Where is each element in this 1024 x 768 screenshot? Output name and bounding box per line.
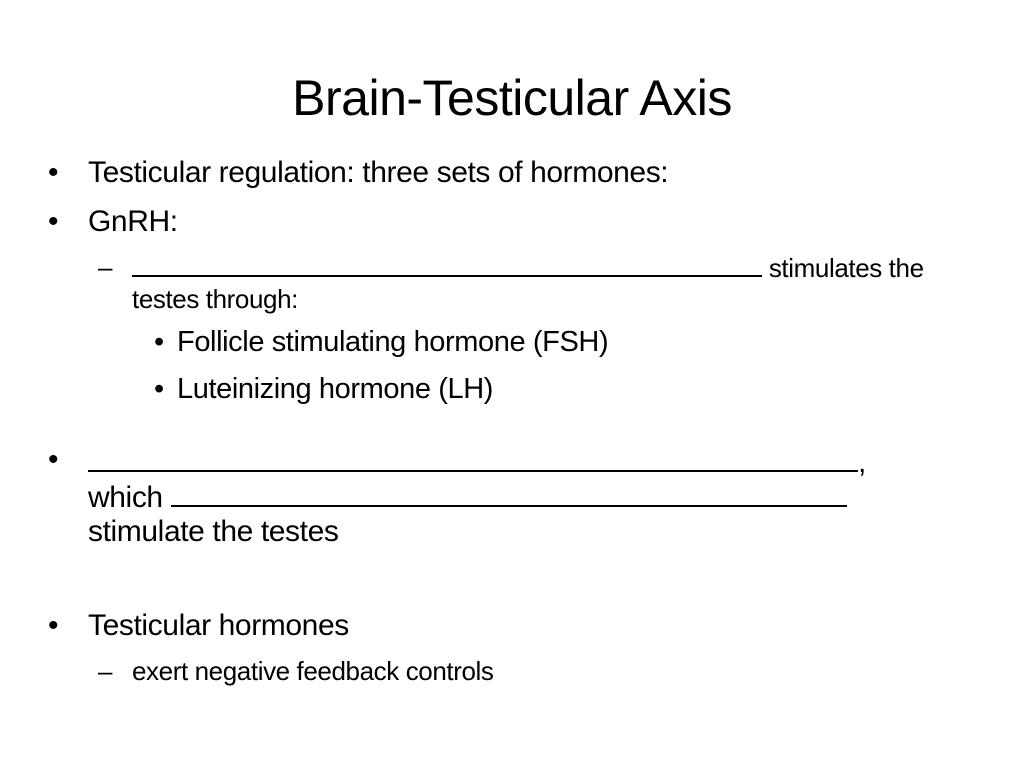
bullet-icon: • <box>48 156 59 189</box>
fill-in-blank <box>88 442 858 472</box>
bullet-icon: • <box>48 609 59 642</box>
fill-in-blank <box>170 477 847 507</box>
sub-item-negative-feedback: exert negative feedback controls <box>132 656 494 686</box>
bullet-blank-line-1: , <box>88 442 866 481</box>
bullet-testicular-hormones: Testicular hormones <box>88 609 349 642</box>
dash-icon: – <box>98 656 113 686</box>
sub-item-suffix: stimulates the <box>762 253 924 283</box>
sub-bullet-lh: Luteinizing hormone (LH) <box>177 373 494 405</box>
fill-in-blank <box>132 251 762 277</box>
bullet-blank-line-2: which <box>88 477 847 516</box>
bullet-icon: • <box>154 326 164 358</box>
sub-item-gnrh-stimulates: stimulates the <box>132 251 924 284</box>
bullet-icon: • <box>48 443 59 476</box>
dash-icon: – <box>98 252 113 282</box>
bullet-testicular-regulation: Testicular regulation: three sets of hor… <box>88 156 669 189</box>
bullet-icon: • <box>48 205 59 238</box>
bullet-blank-continuation: stimulate the testes <box>88 515 339 548</box>
bullet-gnrh: GnRH: <box>88 205 178 238</box>
which-prefix: which <box>88 481 171 514</box>
sub-item-continuation: testes through: <box>132 284 298 314</box>
blank-suffix: , <box>858 446 866 479</box>
sub-bullet-fsh: Follicle stimulating hormone (FSH) <box>177 326 609 358</box>
bullet-icon: • <box>154 373 164 405</box>
slide-title: Brain-Testicular Axis <box>292 70 732 126</box>
